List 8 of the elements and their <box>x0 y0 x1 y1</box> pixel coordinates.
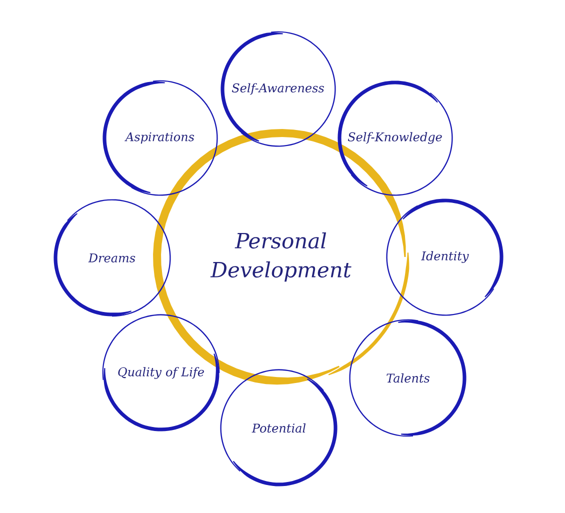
brush-loop: Potential <box>220 369 338 486</box>
brush-loop: Dreams <box>54 199 171 317</box>
brush-loop: Quality of Life <box>102 314 220 432</box>
brush-loop: Self-Awareness <box>220 31 336 147</box>
brush-loop: Aspirations <box>102 80 218 196</box>
brush-loop: Self-Knowledge <box>338 80 453 196</box>
brush-loop: Identity <box>386 198 504 316</box>
brush-loop: Talents <box>349 319 466 437</box>
